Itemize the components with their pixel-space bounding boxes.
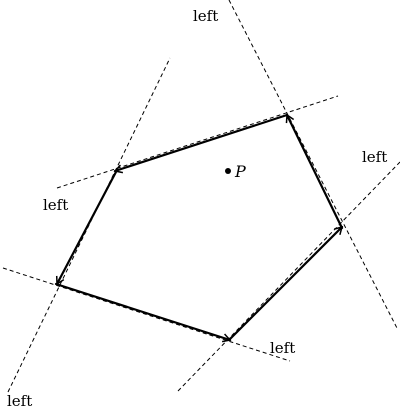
edge-top: [113, 113, 289, 174]
side-label-bottom-left: left: [7, 392, 32, 410]
side-label-left: left: [43, 196, 68, 214]
extension-line-top-right: [228, 0, 399, 331]
edge-left: [55, 168, 119, 286]
side-label-right: left: [362, 148, 387, 166]
edge-bottom-right: [227, 225, 344, 342]
edge-bottom: [54, 282, 232, 343]
point-p-label: P: [234, 162, 246, 181]
side-label-top: left: [193, 7, 218, 25]
edge-right: [285, 113, 344, 230]
extension-line-top: [56, 95, 339, 189]
extension-line-bottom-left: [2, 267, 291, 362]
side-label-bottom: left: [270, 339, 295, 357]
point-p-marker: [225, 168, 231, 174]
